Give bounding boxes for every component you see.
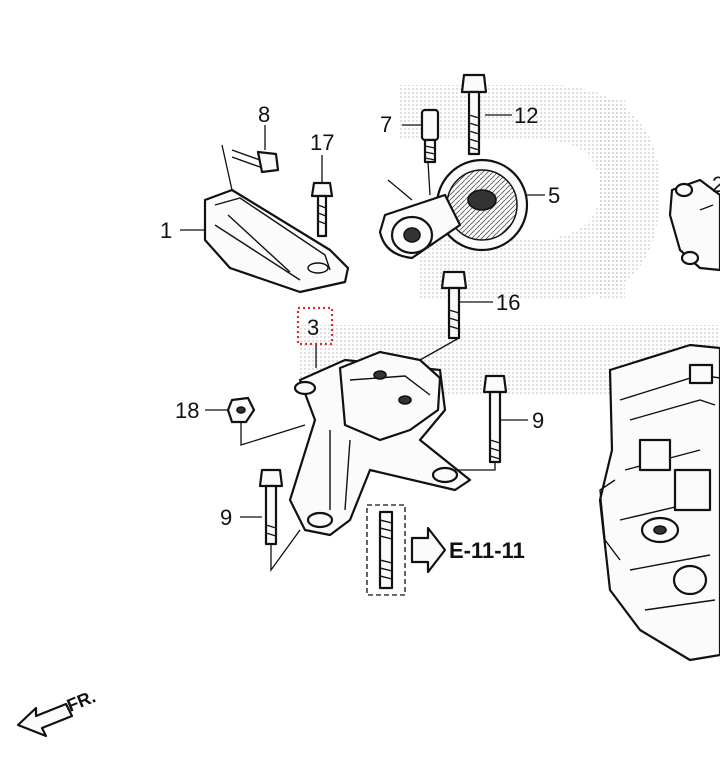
callout-1[interactable]: 1: [160, 218, 172, 243]
part-12-bolt: [460, 73, 488, 156]
callout-8[interactable]: 8: [258, 102, 270, 127]
reference-label[interactable]: E-11-11: [449, 538, 525, 563]
part-9-bolt-right: [482, 374, 508, 464]
callout-9-right[interactable]: 9: [532, 408, 544, 433]
reference-arrow: [410, 526, 447, 574]
part-7-stud: [420, 108, 440, 164]
callout-18[interactable]: 18: [175, 398, 199, 423]
part-5-torque-rod: [378, 158, 529, 260]
front-direction-label: FR.: [64, 686, 98, 715]
callout-7[interactable]: 7: [380, 112, 392, 137]
engine-block: [598, 343, 720, 662]
part-2-bracket: [668, 178, 720, 272]
part-16-bolt: [440, 270, 468, 340]
part-18-nut: [226, 396, 256, 424]
callout-2[interactable]: 2: [712, 172, 720, 197]
callout-3[interactable]: 3: [307, 315, 319, 340]
callout-17[interactable]: 17: [310, 130, 334, 155]
callout-9-left[interactable]: 9: [220, 505, 232, 530]
part-8-bolt: [231, 149, 280, 174]
part-9-bolt-left: [258, 468, 284, 546]
callout-16[interactable]: 16: [496, 290, 520, 315]
highlight-box: [296, 306, 334, 346]
callout-12[interactable]: 12: [514, 103, 538, 128]
part-17-bolt: [310, 181, 334, 238]
part-3-engine-mount: [288, 350, 472, 537]
callout-5[interactable]: 5: [548, 183, 560, 208]
leader-lines: [180, 114, 714, 573]
part-1-bracket: [203, 188, 350, 294]
front-direction-arrow: FR.: [16, 686, 98, 738]
stud-e-11-11: [366, 504, 406, 596]
